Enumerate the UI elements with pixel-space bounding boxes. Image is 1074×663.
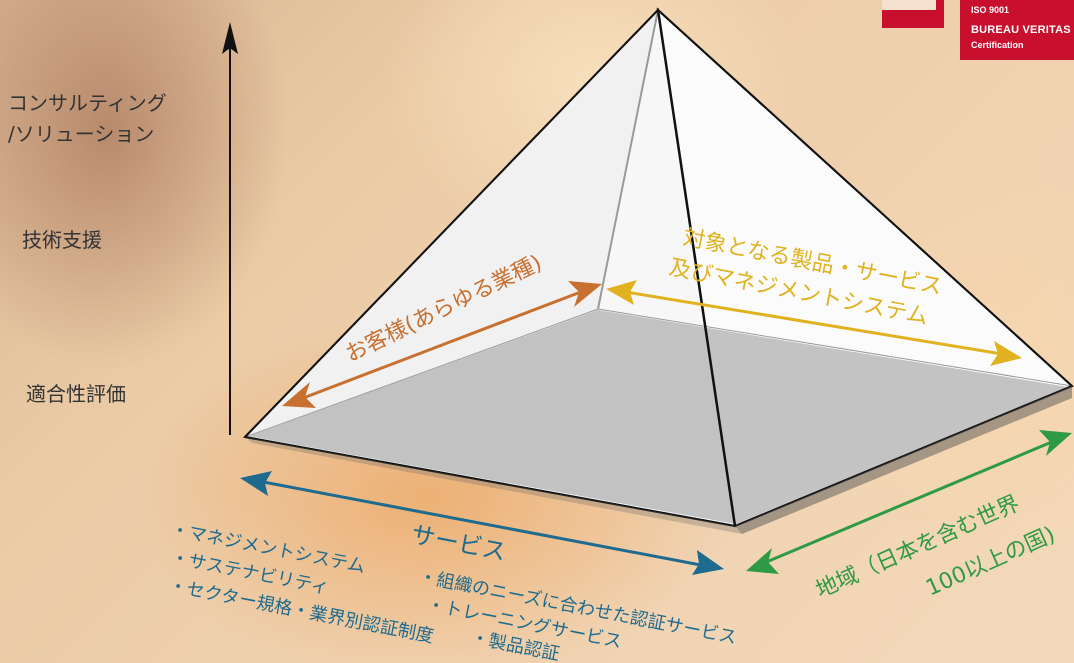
services-arrowhead-left [240, 471, 272, 496]
services-arrowhead-right [692, 550, 724, 575]
vertical-axis-arrowhead [222, 22, 238, 54]
certification-logo: ISO 9001 BUREAU VERITAS Certification [960, 0, 1074, 60]
objects-arrowhead-right [990, 341, 1022, 366]
pyramid-right-edge [657, 9, 1073, 387]
region-arrowhead-left [746, 548, 779, 574]
axis-level-technical-support: 技術支援 [22, 228, 102, 252]
pyramid-left-edge [244, 9, 659, 438]
pyramid-shadow [735, 386, 1072, 534]
pyramid-shadow-left [245, 437, 742, 534]
pyramid-floor [248, 310, 1068, 524]
objects-arrow [625, 290, 1003, 356]
axis-level-consulting: コンサルティング /ソリューション [8, 91, 167, 146]
region-arrow [763, 439, 1055, 565]
customers-arrowhead-left [282, 382, 316, 408]
pyramid-back-edge [597, 9, 659, 310]
customers-arrowhead-right [568, 281, 602, 307]
services-title: サービス [409, 520, 509, 566]
region-arrowhead-right [1039, 430, 1072, 456]
pyramid-front-edge [656, 9, 737, 527]
certification-name: BUREAU VERITAS [971, 24, 1071, 36]
pyramid-back-base-right [597, 308, 1073, 387]
brand-flag-notch [882, 0, 936, 10]
certification-iso: ISO 9001 [971, 5, 1010, 15]
services-arrow [257, 479, 707, 568]
customers-arrow [297, 288, 587, 402]
pyramid-back-base-left [244, 308, 599, 438]
certification-sub: Certification [971, 40, 1024, 50]
axis-level-conformity-assessment: 適合性評価 [26, 382, 126, 406]
pyramid-base-front-left [244, 436, 736, 527]
objects-arrowhead-left [606, 280, 637, 305]
